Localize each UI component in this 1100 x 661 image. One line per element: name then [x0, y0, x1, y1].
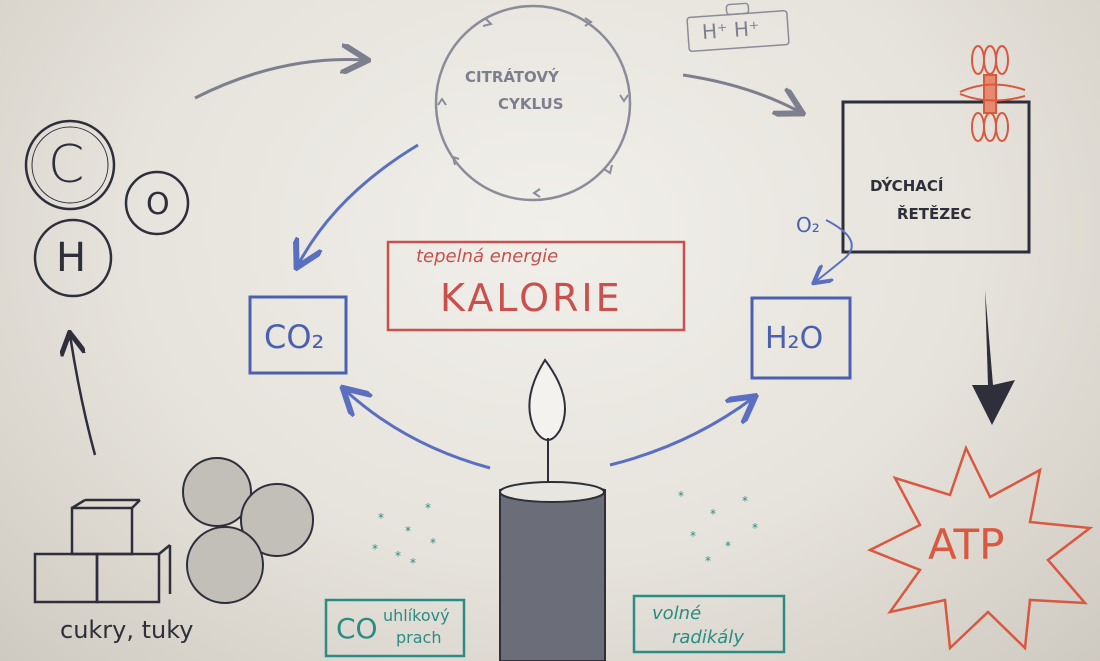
arrow-down-to-atp — [972, 290, 1015, 425]
briefcase-handle — [725, 2, 750, 16]
co2-box — [248, 295, 348, 375]
radicals-box — [632, 594, 786, 654]
svg-text:*: * — [705, 554, 711, 568]
oxygen-atom-circle — [124, 170, 190, 236]
carbon-atom-label: C — [48, 135, 85, 195]
arrow-to-respiratory-chain — [682, 73, 800, 112]
energy-box — [386, 240, 686, 332]
soot-formula: CO — [336, 612, 378, 645]
respiratory-chain-label-1: DÝCHACÍ — [870, 177, 944, 195]
candle-drawing — [499, 358, 606, 661]
citrate-cycle-label-1: CITRÁTOVÝ — [465, 68, 559, 86]
respiratory-chain-box — [841, 100, 1031, 254]
sugars-label: cukry, tuky — [60, 616, 194, 644]
oxygen-atom-label: O — [146, 187, 170, 222]
hydrogen-atom-circle — [33, 218, 113, 298]
svg-text:*: * — [378, 511, 384, 525]
svg-text:*: * — [690, 529, 696, 543]
cycle-ticks — [437, 17, 629, 198]
svg-text:*: * — [395, 549, 401, 563]
svg-text:*: * — [742, 494, 748, 508]
arrow-candle-to-co2 — [345, 390, 491, 470]
radicals-label-2: radikály — [672, 627, 744, 648]
arrow-candle-to-h2o — [609, 398, 753, 467]
radical-particles: * * * * * * * — [678, 489, 758, 568]
atp-label: ATP — [928, 520, 1005, 569]
arrow-to-citrate-cycle — [194, 59, 365, 100]
carbon-atom-inner — [31, 126, 109, 204]
soot-label-1: uhlíkový — [383, 606, 450, 625]
hydrogen-atom-label: H — [56, 235, 87, 281]
atp-starburst — [866, 444, 1094, 651]
respiratory-chain-label-2: ŘETĚZEC — [897, 205, 972, 223]
soot-label-2: prach — [396, 628, 442, 647]
oxygen-label: O₂ — [796, 213, 820, 237]
co2-label: CO₂ — [264, 318, 325, 356]
citrate-cycle-circle — [434, 4, 632, 202]
citrate-cycle-label-2: CYKLUS — [498, 95, 564, 113]
svg-text:*: * — [710, 507, 716, 521]
arrow-up-to-atoms — [70, 335, 97, 456]
carbon-atom-circle — [24, 119, 116, 211]
atp-synthase-drawing — [959, 45, 1026, 142]
h2o-box — [750, 296, 852, 380]
briefcase-label: H⁺ H⁺ — [701, 16, 761, 44]
svg-text:*: * — [372, 542, 378, 556]
sugar-cubes — [33, 498, 172, 604]
radicals-label-1: volné — [652, 603, 702, 624]
svg-text:*: * — [752, 521, 758, 535]
svg-text:*: * — [425, 501, 431, 515]
svg-text:*: * — [725, 539, 731, 553]
soot-particles: * * * * * * * — [372, 501, 436, 570]
energy-title: KALORIE — [440, 276, 623, 320]
svg-text:*: * — [410, 556, 416, 570]
soot-box — [324, 598, 466, 658]
svg-text:*: * — [405, 524, 411, 538]
oxygen-arrow — [815, 219, 853, 282]
svg-text:*: * — [678, 489, 684, 503]
fat-blobs — [182, 457, 314, 604]
arrow-cycle-to-co2 — [298, 143, 419, 265]
svg-text:*: * — [430, 536, 436, 550]
energy-subtitle: tepelná energie — [416, 246, 559, 267]
h2o-label: H₂O — [765, 321, 824, 356]
